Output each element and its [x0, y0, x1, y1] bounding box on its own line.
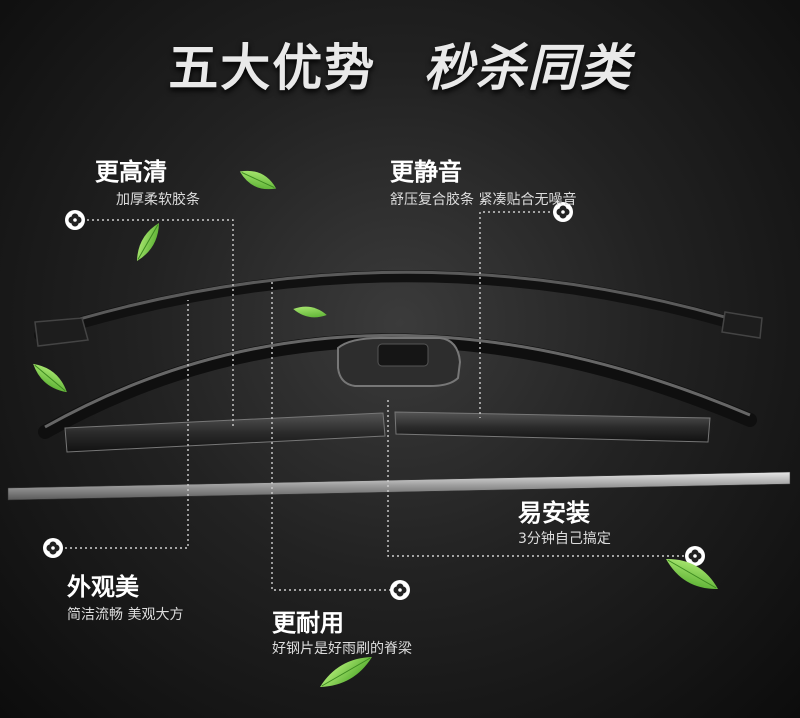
wiper-connector: [337, 337, 462, 387]
leaf-icon: [320, 657, 372, 687]
feature-appearance-subtitle: 简洁流畅 美观大方: [67, 607, 184, 623]
feature-clarity-subtitle: 加厚柔软胶条: [116, 192, 200, 208]
feature-quiet-subtitle: 舒压复合胶条 紧凑贴合无噪音: [390, 192, 577, 208]
feature-install-subtitle: 3分钟自己搞定: [518, 531, 611, 547]
rubber-strip-right: [394, 411, 711, 443]
feature-appearance-title: 外观美: [67, 573, 139, 601]
feature-install-title: 易安装: [518, 499, 590, 527]
feature-quiet-title: 更静音: [390, 158, 462, 186]
headline-slogan: 秒杀同类: [423, 39, 632, 97]
leaf-icon: [33, 363, 67, 393]
leaf-icon: [137, 222, 159, 262]
feature-durable-title: 更耐用: [272, 609, 344, 637]
feature-durable-subtitle: 好钢片是好雨刷的脊梁: [272, 641, 412, 657]
feature-clarity-title: 更高清: [95, 158, 167, 186]
callout-marker-appearance: [43, 538, 63, 558]
headline: 五大优势 秒杀同类: [0, 28, 800, 100]
wiper-blade-upper: [34, 270, 763, 347]
callout-marker-clarity: [65, 210, 85, 230]
callout-marker-quiet: [553, 202, 573, 222]
callout-marker-install: [685, 546, 705, 566]
rubber-strip-left: [64, 412, 386, 453]
leaf-icon: [666, 558, 718, 590]
leaf-icon: [239, 170, 277, 190]
callout-lines: [55, 211, 693, 591]
callout-marker-durable: [390, 580, 410, 600]
headline-advantages: 五大优势: [168, 39, 377, 97]
steel-spine: [7, 471, 791, 501]
leaf-icon: [293, 306, 327, 318]
